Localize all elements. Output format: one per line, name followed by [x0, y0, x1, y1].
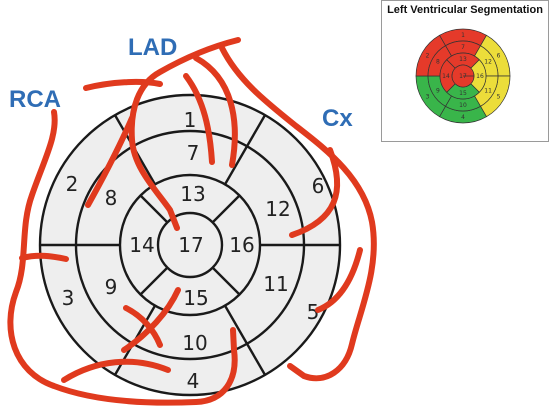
segment-label-14: 14: [129, 233, 154, 257]
mini-segment-label-3: 3: [426, 94, 430, 101]
mini-segment-label-13: 13: [459, 56, 467, 63]
segment-label-17: 17: [178, 233, 203, 257]
mid-divider: [223, 305, 249, 345]
basal-divider: [245, 343, 267, 376]
mini-segment-label-6: 6: [497, 53, 501, 60]
lad-branch-diagonal: [85, 115, 135, 208]
rca-branch-septal: [123, 305, 163, 348]
segment-label-16: 16: [229, 233, 254, 257]
segment-label-5: 5: [307, 300, 320, 324]
mini-segment-label-16: 16: [476, 73, 484, 80]
apical-divider: [211, 194, 241, 224]
cx-label: Cx: [322, 105, 353, 132]
inset-title: Left Ventricular Segmentation: [387, 4, 543, 16]
rca-artery-path: [7, 109, 238, 406]
mini-segment-label-9: 9: [436, 88, 440, 95]
apex-ring: [156, 211, 224, 279]
segment-label-8: 8: [105, 186, 118, 210]
cx-branch-posterolateral: [315, 247, 363, 313]
segment-label-3: 3: [62, 286, 75, 310]
mini-segment-label-15: 15: [459, 90, 467, 97]
lad-label: LAD: [128, 34, 177, 61]
apical-divider: [211, 266, 241, 296]
basal-divider: [245, 114, 267, 147]
mini-segment-label-5: 5: [497, 94, 501, 101]
segment-label-1: 1: [184, 108, 197, 132]
rca-branch-pda: [121, 287, 181, 353]
rca-branch-lateral: [19, 252, 69, 262]
mini-bullseye-sectors: [415, 28, 511, 124]
segment-label-2: 2: [66, 172, 79, 196]
mini-segment-label-1: 1: [461, 32, 465, 39]
segment-label-13: 13: [180, 182, 205, 206]
lad-artery-path: [128, 37, 241, 231]
segment-label-10: 10: [182, 331, 207, 355]
segment-label-6: 6: [312, 174, 325, 198]
mini-sector-17: [451, 64, 475, 88]
apical-divider: [139, 266, 169, 296]
segment-labels: 1 2 3 4 5 6 7 8 9 10 11 12 13 14 15 16 1…: [62, 108, 325, 393]
cx-branch-obtuse-marginal: [289, 147, 341, 238]
mini-segment-label-4: 4: [461, 114, 465, 121]
mini-segment-label-17: 17: [459, 73, 467, 80]
mini-segment-label-10: 10: [459, 102, 467, 109]
segment-label-9: 9: [105, 275, 118, 299]
segment-label-4: 4: [187, 369, 200, 393]
artery-paths: [7, 37, 377, 406]
mini-segment-label-12: 12: [484, 59, 492, 66]
segment-label-7: 7: [187, 141, 200, 165]
cx-artery-path: [219, 45, 377, 382]
mini-segment-label-11: 11: [484, 88, 492, 95]
lad-branch-septal: [183, 73, 215, 165]
rca-label: RCA: [9, 86, 61, 113]
rca-branch-inferior: [61, 358, 171, 383]
apical-divider: [139, 194, 169, 224]
mini-segment-label-2: 2: [426, 53, 430, 60]
lad-branch-anterior: [193, 55, 238, 168]
segment-label-12: 12: [265, 197, 290, 221]
mid-divider: [223, 145, 249, 185]
lad-branch-long: [83, 78, 163, 91]
mini-segment-label-14: 14: [442, 73, 450, 80]
segment-label-11: 11: [263, 272, 288, 296]
segment-label-15: 15: [183, 286, 208, 310]
mini-segment-label-8: 8: [436, 59, 440, 66]
mini-segment-label-7: 7: [461, 44, 465, 51]
